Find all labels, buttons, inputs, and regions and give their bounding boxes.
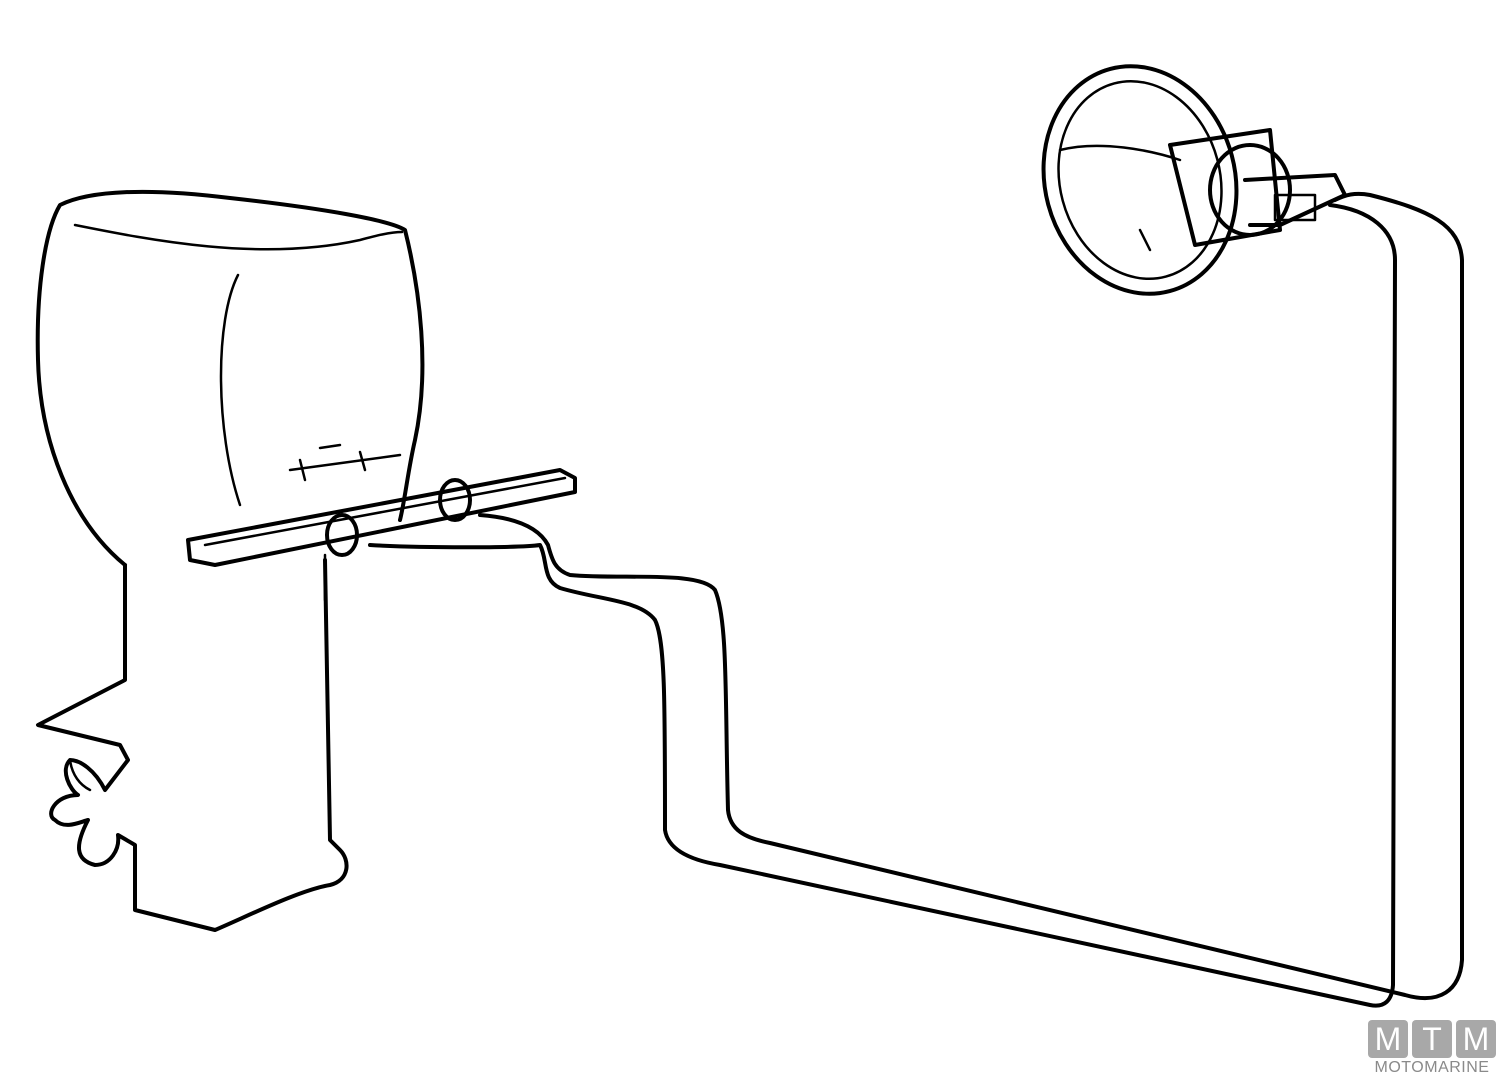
watermark-letter: M [1456,1020,1496,1058]
steering-cylinder [186,443,577,602]
hydraulic-hoses [368,191,1464,1008]
helm-steering-wheel [1041,64,1347,296]
outboard-motor [35,189,425,932]
motomarine-watermark: M T M MOTOMARINE [1368,1020,1496,1077]
watermark-letter: M [1368,1020,1408,1058]
watermark-letter: T [1412,1020,1452,1058]
watermark-subtitle: MOTOMARINE [1374,1059,1490,1076]
